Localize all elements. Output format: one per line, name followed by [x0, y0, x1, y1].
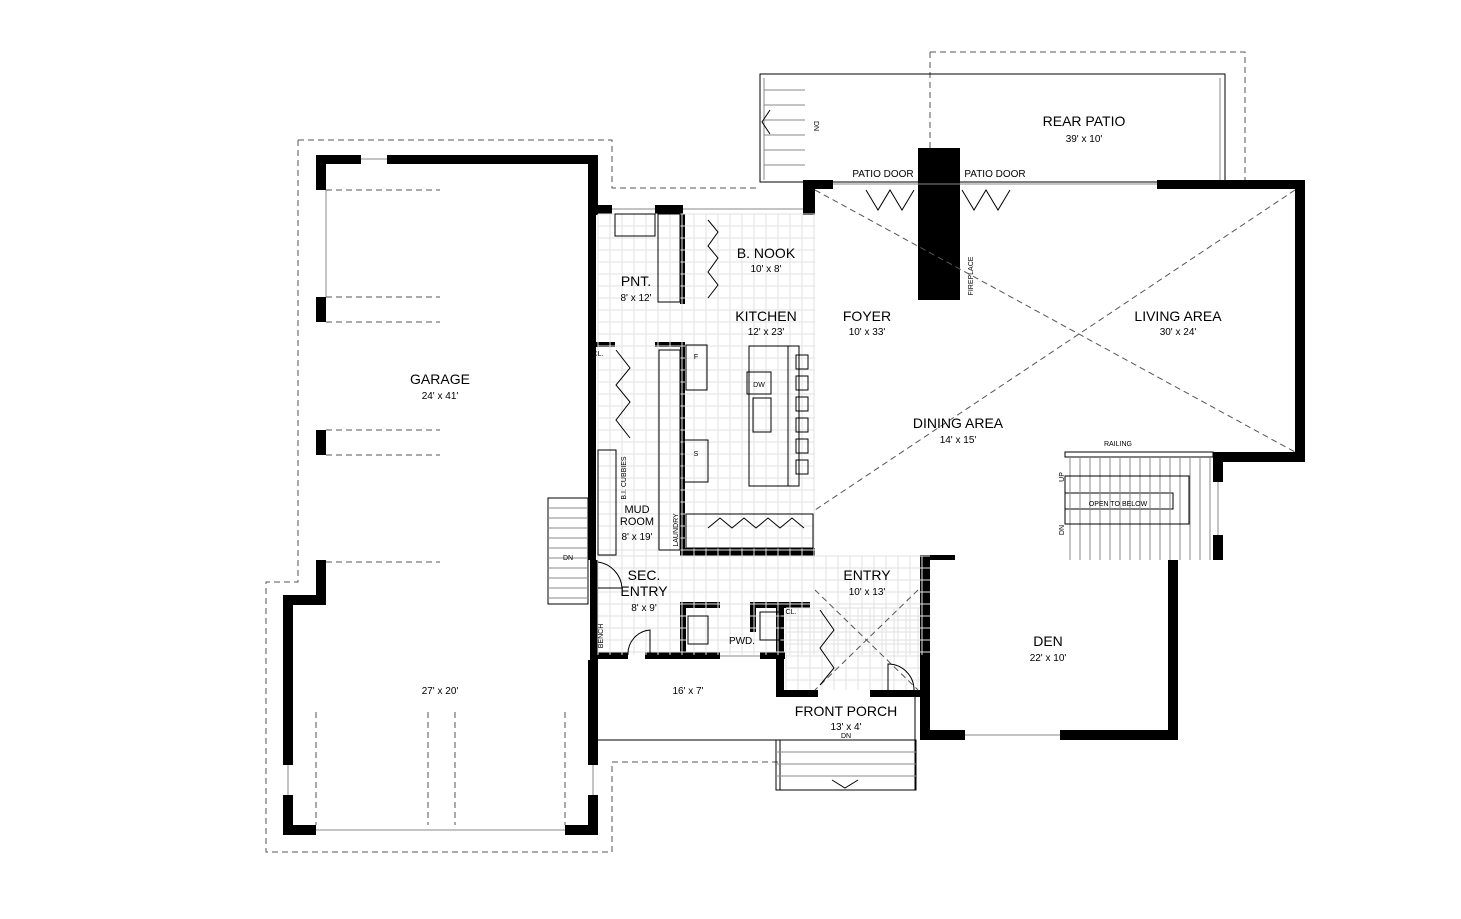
side-stairs: [547, 497, 589, 605]
foyer-name: FOYER: [843, 308, 891, 324]
bench-label: BENCH: [598, 624, 605, 649]
patio-door-label: PATIO DOOR: [852, 169, 913, 180]
tile-floor: [597, 213, 930, 690]
garage-bay-size: 27' x 20': [422, 686, 459, 697]
b-nook-name: B. NOOK: [737, 245, 796, 261]
patio-stairs: [761, 89, 805, 166]
living-size: 30' x 24': [1160, 327, 1197, 338]
closet-label: CL.: [786, 609, 797, 616]
vaulted-lines: [814, 189, 1296, 691]
walls: [283, 148, 1305, 835]
fixture-labels: RAILING OPEN TO BELOW UP DN DN DN DN CL.…: [563, 121, 1148, 740]
front-stairs: [775, 739, 917, 791]
fridge: [685, 344, 708, 391]
kitchen-island: [748, 345, 800, 487]
staircase: [1064, 451, 1214, 560]
rear-patio-size: 39' x 10': [1066, 134, 1103, 145]
bar-stool: [795, 438, 809, 454]
dining-size: 14' x 15': [940, 435, 977, 446]
bar-stool: [795, 354, 809, 370]
mud-room-name: MUD: [624, 504, 649, 516]
bar-stool: [795, 396, 809, 412]
side-porch-size: 16' x 7': [672, 686, 703, 697]
patio-door-label: PATIO DOOR: [964, 169, 1025, 180]
entry-size: 10' x 13': [849, 587, 886, 598]
dn-label: DN: [563, 555, 573, 562]
doors: [597, 189, 1011, 691]
mud-room-size: 8' x 19': [621, 532, 652, 543]
bar-stool: [795, 417, 809, 433]
living-name: LIVING AREA: [1134, 308, 1222, 324]
windows: [287, 158, 1219, 831]
front-porch-name: FRONT PORCH: [795, 703, 897, 719]
sec-entry-name: SEC.: [628, 567, 661, 583]
b-nook-size: 10' x 8': [750, 264, 781, 275]
dishwasher-label: DW: [753, 382, 765, 389]
up-label: UP: [1059, 472, 1066, 482]
open-to-below-label: OPEN TO BELOW: [1089, 501, 1148, 508]
pantry-size: 8' x 12': [620, 293, 651, 304]
dining-name: DINING AREA: [913, 415, 1004, 431]
room-labels: REAR PATIO 39' x 10' PATIO DOOR PATIO DO…: [410, 113, 1222, 733]
sink-icon: [752, 397, 772, 433]
dn-label: DN: [812, 121, 819, 131]
rear-patio: [759, 73, 1226, 183]
laundry-label: LAUNDRY: [673, 513, 680, 547]
garage-beams: [315, 189, 566, 825]
front-porch-size: 13' x 4': [830, 722, 861, 733]
railing-label: RAILING: [1104, 441, 1132, 448]
kitchen-fixtures: [597, 213, 814, 556]
fireplace: [918, 148, 960, 300]
rear-patio-name: REAR PATIO: [1043, 113, 1126, 129]
den-size: 22' x 10': [1030, 653, 1067, 664]
stove-label: S: [694, 451, 699, 458]
kitchen-size: 12' x 23': [748, 327, 785, 338]
powder-name: PWD.: [729, 636, 755, 647]
cubbies-label: B.I. CUBBIES: [621, 456, 628, 500]
mud-room-name: ROOM: [620, 516, 654, 528]
stove-icon: [683, 439, 709, 483]
foyer-size: 10' x 33': [849, 327, 886, 338]
roof-outline: [265, 51, 1246, 853]
garage-size: 24' x 41': [422, 391, 459, 402]
sec-entry-size: 8' x 9': [631, 603, 657, 614]
dn-label: DN: [841, 733, 851, 740]
sec-entry-name: ENTRY: [620, 583, 668, 599]
kitchen-name: KITCHEN: [735, 308, 796, 324]
den-name: DEN: [1033, 633, 1063, 649]
garage-name: GARAGE: [410, 371, 470, 387]
bar-stool: [795, 459, 809, 475]
closet-label: CL.: [593, 351, 604, 358]
fridge-label: F: [694, 354, 698, 361]
bar-stool: [795, 375, 809, 391]
pantry-name: PNT.: [621, 273, 651, 289]
entry-name: ENTRY: [843, 567, 891, 583]
fireplace-label: FIREPLACE: [968, 256, 975, 295]
dn-label: DN: [1059, 525, 1066, 535]
dishwasher: [746, 371, 772, 395]
